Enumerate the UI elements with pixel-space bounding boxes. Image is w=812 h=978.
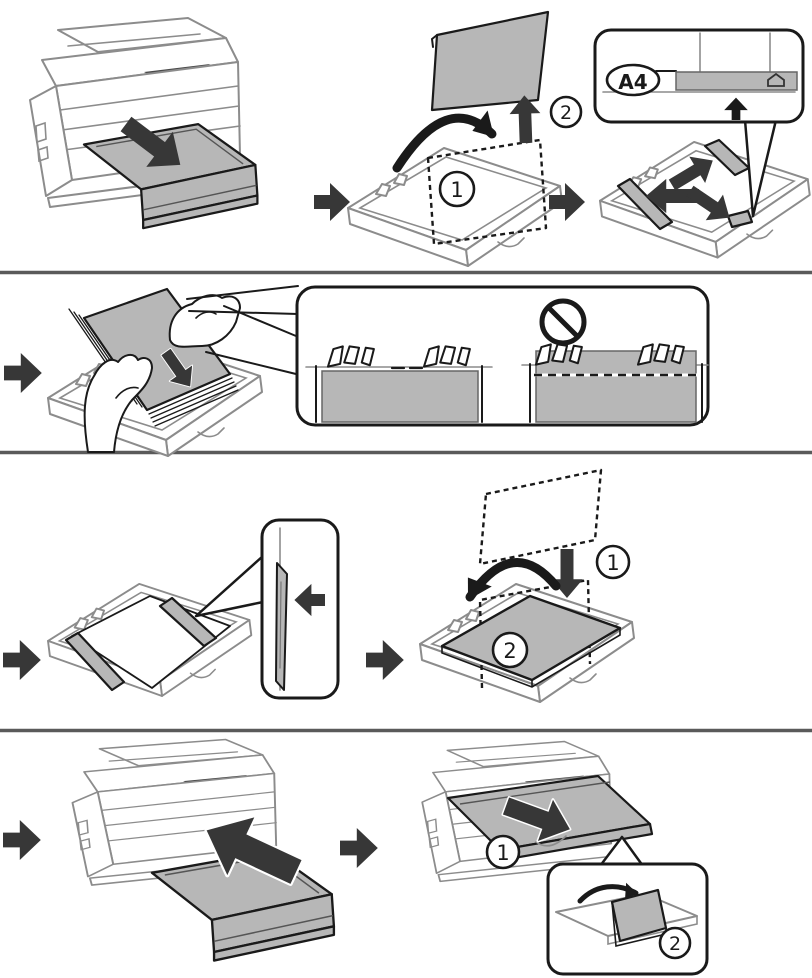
- prohibition-icon: [539, 298, 587, 346]
- row-2-load-paper: [4, 285, 710, 457]
- row-1-pull-out-and-prepare-cassette: 1 2: [29, 10, 811, 267]
- panel-slide-edge-guide-to-paper: [47, 518, 340, 700]
- step-badge-flip-closed: 2: [491, 631, 529, 669]
- edge-guide-rear: [158, 596, 218, 648]
- row-4-insert-cassette-and-extend-tray: 1 2: [3, 738, 709, 976]
- flip-open-arrow-head: [469, 110, 504, 146]
- next-step-arrow: [340, 828, 378, 868]
- panel-load-paper-stack: [47, 285, 299, 457]
- panel-insert-cassette-into-printer: [71, 738, 336, 962]
- edge-guide-front: [726, 209, 754, 229]
- left-hand: [83, 354, 153, 453]
- edge-guide-callout: [260, 518, 340, 700]
- paper-stack: [68, 287, 239, 427]
- cassette-cover-dashed-outline: [426, 138, 548, 246]
- cassette-cover: [430, 10, 550, 112]
- callout-box: [260, 518, 340, 700]
- edge-guide-profile: [275, 562, 288, 691]
- panel-paper-capacity-warning: [295, 285, 710, 427]
- paper-at-correct-level: [321, 370, 479, 423]
- right-hand: [168, 294, 297, 375]
- panel-pull-out-paper-cassette: [29, 17, 259, 230]
- step-badge-raise-stopper: 2: [658, 926, 692, 960]
- step-number: 2: [503, 639, 516, 663]
- size-mark-oval: [605, 63, 661, 97]
- next-step-arrow: [3, 640, 41, 680]
- panel-remove-cassette-cover: 1 2: [347, 10, 583, 267]
- step-number: 2: [669, 933, 681, 955]
- stopper-callout: 2: [546, 862, 709, 976]
- cassette-tabs-icon: [636, 343, 685, 366]
- step-number: 2: [560, 102, 572, 124]
- row-3-adjust-guide-and-reattach-cover: 1 2: [3, 468, 635, 703]
- step-number: 1: [496, 841, 509, 865]
- next-step-arrow: [3, 820, 41, 860]
- cassette-tabs-icon: [534, 343, 583, 366]
- callout-pointer: [194, 554, 265, 618]
- cassette-cover: [440, 594, 622, 688]
- paper-size-label: A4: [618, 70, 647, 94]
- next-step-arrow: [4, 353, 42, 393]
- lower-cover-arrow: [551, 549, 583, 598]
- paper-cassette: [150, 850, 336, 962]
- step-badge-flip-open: 1: [438, 170, 476, 208]
- callout-line-upper: [186, 285, 299, 300]
- incorrect-loading-diagram: [521, 298, 709, 423]
- paper-size-callout: A4: [593, 28, 805, 124]
- step-badge-slide-tray: 1: [485, 834, 521, 870]
- step-number: 1: [606, 551, 619, 575]
- cassette-tabs-icon: [422, 345, 471, 368]
- edge-guide-left: [616, 177, 674, 231]
- edge-guide-in-callout: [675, 71, 798, 91]
- correct-loading-diagram: [305, 345, 493, 423]
- cassette-tabs-icon: [326, 345, 375, 368]
- step-number: 1: [450, 178, 463, 202]
- step-badge-lower-cover: 1: [595, 544, 631, 580]
- next-step-arrow: [366, 640, 404, 680]
- panel-slide-edge-guides: A4: [593, 28, 811, 259]
- next-step-arrow: [314, 183, 350, 221]
- callout-line-lower: [188, 310, 299, 315]
- panel-reattach-cassette-cover: 1 2: [419, 468, 635, 703]
- panel-extend-output-tray: 1 2: [421, 740, 709, 976]
- step-badge-lift-off: 2: [549, 95, 583, 129]
- edge-guide-left: [64, 631, 126, 692]
- paper-orientation-marker-icon: [767, 72, 785, 87]
- cover-dashed-outline-raised: [478, 468, 603, 566]
